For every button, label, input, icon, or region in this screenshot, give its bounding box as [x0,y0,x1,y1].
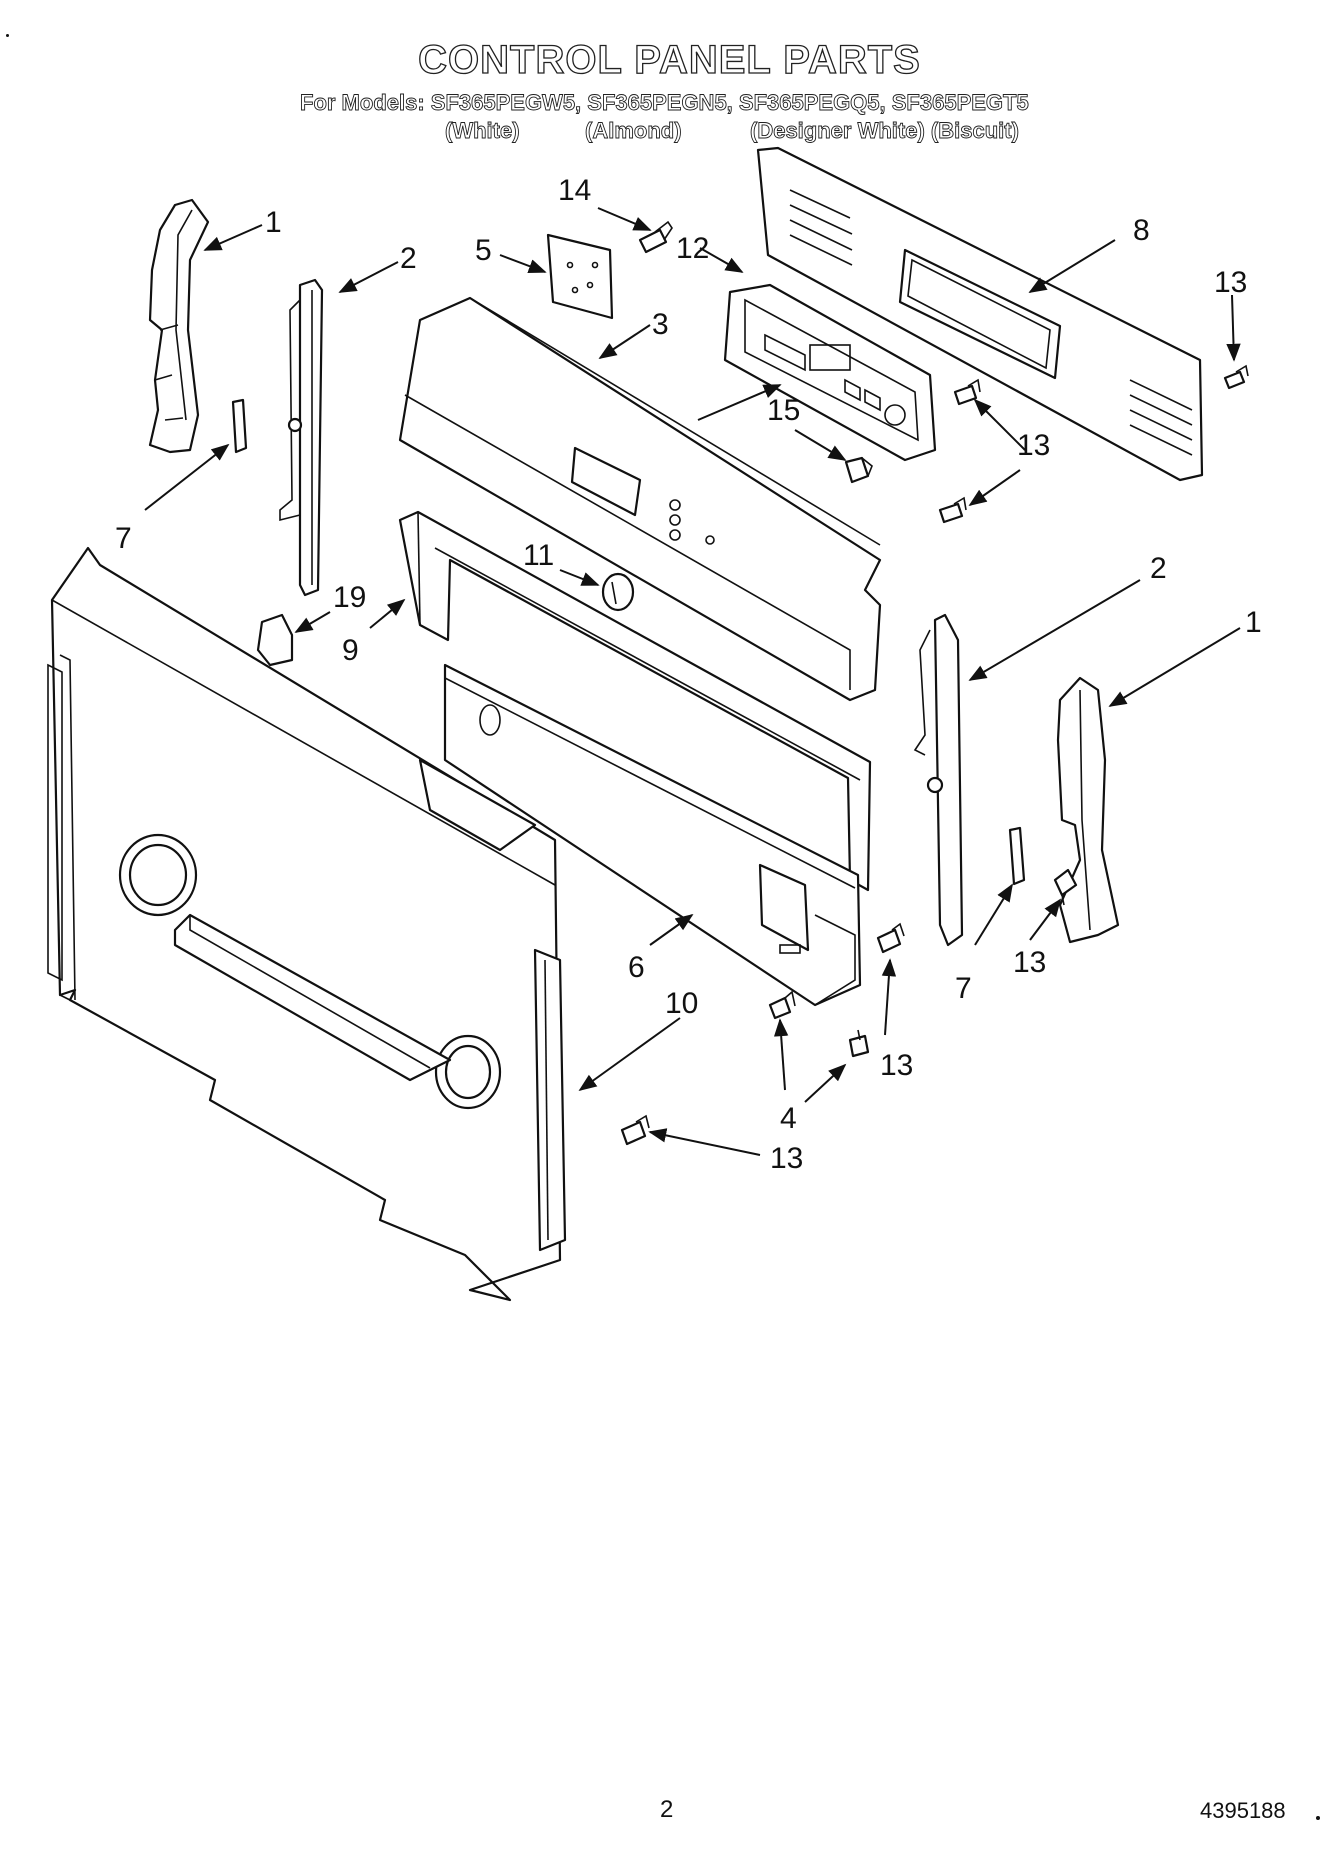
part-19-clip [256,613,294,667]
leader-lines [144,207,1241,1156]
part-8-vent-panel [756,146,1204,482]
part-2-left-bracket [279,278,324,597]
footer-dot [1316,1816,1320,1820]
callout-13-topright: 13 [1214,266,1247,299]
page-title: CONTROL PANEL PARTS [417,37,921,82]
callout-8: 8 [1133,214,1150,247]
callout-2-right: 2 [1150,552,1167,585]
callout-13-lowerright: 13 [1013,946,1046,979]
part-7-right-clip [1008,826,1026,886]
callout-15: 15 [767,394,800,427]
callout-13-mid: 13 [880,1049,913,1082]
callout-1-right: 1 [1245,606,1262,639]
part-15-switch [844,456,873,484]
callout-2-left: 2 [400,242,417,275]
part-10-rear-panel [47,546,567,1302]
callout-7-left: 7 [115,522,132,555]
callout-7-right: 7 [955,972,972,1005]
part-7-left-clip [231,398,248,454]
callout-10: 10 [665,987,698,1020]
part-11-knob [601,572,635,612]
callout-13-bottom: 13 [770,1142,803,1175]
color-designer-white-biscuit: (Designer White) (Biscuit) [750,118,1020,144]
callout-numbers: 1 2 14 5 12 3 8 13 15 13 7 11 2 1 19 9 6… [115,174,1262,1175]
part-12-display-bezel [723,283,937,462]
part-9-frame [398,510,872,892]
part-6-panel-face [443,663,862,1007]
callout-5: 5 [475,234,492,267]
callout-6: 6 [628,951,645,984]
part-5-control-board [546,233,614,320]
part-1-right-endcap [1056,676,1120,944]
callout-1-left: 1 [265,206,282,239]
callout-12: 12 [676,232,709,265]
part-14-screw [638,220,673,254]
scan-speck [6,34,9,37]
callout-14: 14 [558,174,591,207]
color-almond: (Almond) [585,118,682,144]
callout-4: 4 [780,1102,797,1135]
part-1-left-endcap [148,198,210,454]
document-number: 4395188 [1200,1798,1286,1823]
callout-9: 9 [342,634,359,667]
part-2-right-bracket [913,613,964,947]
page-number: 2 [660,1796,674,1823]
callout-3: 3 [652,308,669,341]
callout-11: 11 [523,539,554,572]
part-3-console [398,296,882,702]
callout-13-right: 13 [1017,429,1050,462]
screws [620,364,1249,1146]
callout-19: 19 [333,581,366,614]
color-white: (White) [445,118,520,144]
models-line: For Models: SF365PEGW5, SF365PEGN5, SF36… [300,90,1030,116]
